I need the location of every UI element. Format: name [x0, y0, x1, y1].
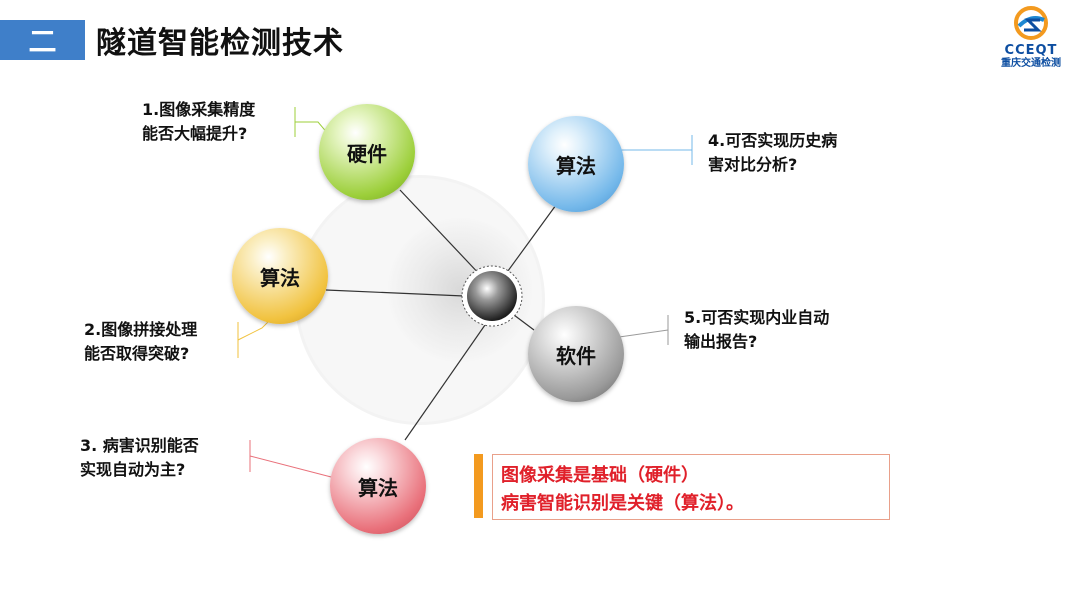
question-4-line-2: 害对比分析? — [708, 155, 798, 174]
company-logo: CCEQT 重庆交通检测 — [986, 6, 1076, 76]
connector-algo-right — [504, 204, 557, 276]
node-algo-left-label: 算法 — [260, 265, 300, 290]
connector-algo-bottom — [404, 324, 486, 441]
question-5-line-2: 输出报告? — [684, 332, 758, 351]
question-5-line-1: 5.可否实现内业自动 — [684, 308, 830, 327]
node-algo-right: 算法 — [528, 116, 624, 212]
node-algo-right-label: 算法 — [556, 153, 596, 178]
cceqt-logo-icon — [1014, 6, 1048, 40]
question-1-line-2: 能否大幅提升? — [142, 124, 248, 143]
logo-subtitle: 重庆交通检测 — [1001, 58, 1061, 69]
question-1-line-1: 1.图像采集精度 — [142, 100, 256, 119]
question-4-line-1: 4.可否实现历史病 — [708, 131, 838, 150]
node-algo-bottom: 算法 — [330, 438, 426, 534]
question-1: 1.图像采集精度 能否大幅提升? — [142, 98, 255, 146]
question-4: 4.可否实现历史病 害对比分析? — [708, 129, 837, 177]
inner-glow-circle — [388, 218, 532, 362]
callout-q5 — [611, 315, 669, 345]
node-algo-bottom-label: 算法 — [358, 475, 398, 500]
question-3: 3. 病害识别能否 实现自动为主? — [80, 434, 199, 482]
callout-q3 — [249, 440, 336, 479]
node-software-label: 软件 — [556, 343, 596, 368]
question-5: 5.可否实现内业自动 输出报告? — [684, 306, 829, 354]
summary-line-1: 图像采集是基础（硬件） — [501, 465, 699, 486]
question-2-line-2: 能否取得突破? — [84, 344, 190, 363]
summary-line-2: 病害智能识别是关键（算法）。 — [501, 493, 744, 514]
connector-algo-left — [325, 289, 465, 297]
page-title: 隧道智能检测技术 — [96, 26, 344, 61]
question-3-line-1: 3. 病害识别能否 — [80, 436, 199, 455]
node-algo-left: 算法 — [232, 228, 328, 324]
connector-hardware — [399, 189, 484, 279]
question-2-line-1: 2.图像拼接处理 — [84, 320, 198, 339]
question-2: 2.图像拼接处理 能否取得突破? — [84, 318, 197, 366]
summary-accent-bar — [474, 454, 483, 518]
section-number-tag: 二 — [0, 20, 85, 60]
hub-ball — [467, 271, 517, 321]
question-3-line-2: 实现自动为主? — [80, 460, 186, 479]
node-hardware: 硬件 — [319, 104, 415, 200]
node-software: 软件 — [528, 306, 624, 402]
summary-box: 图像采集是基础（硬件） 病害智能识别是关键（算法）。 — [492, 454, 890, 520]
node-hardware-label: 硬件 — [347, 141, 387, 166]
logo-name: CCEQT — [1004, 43, 1058, 58]
